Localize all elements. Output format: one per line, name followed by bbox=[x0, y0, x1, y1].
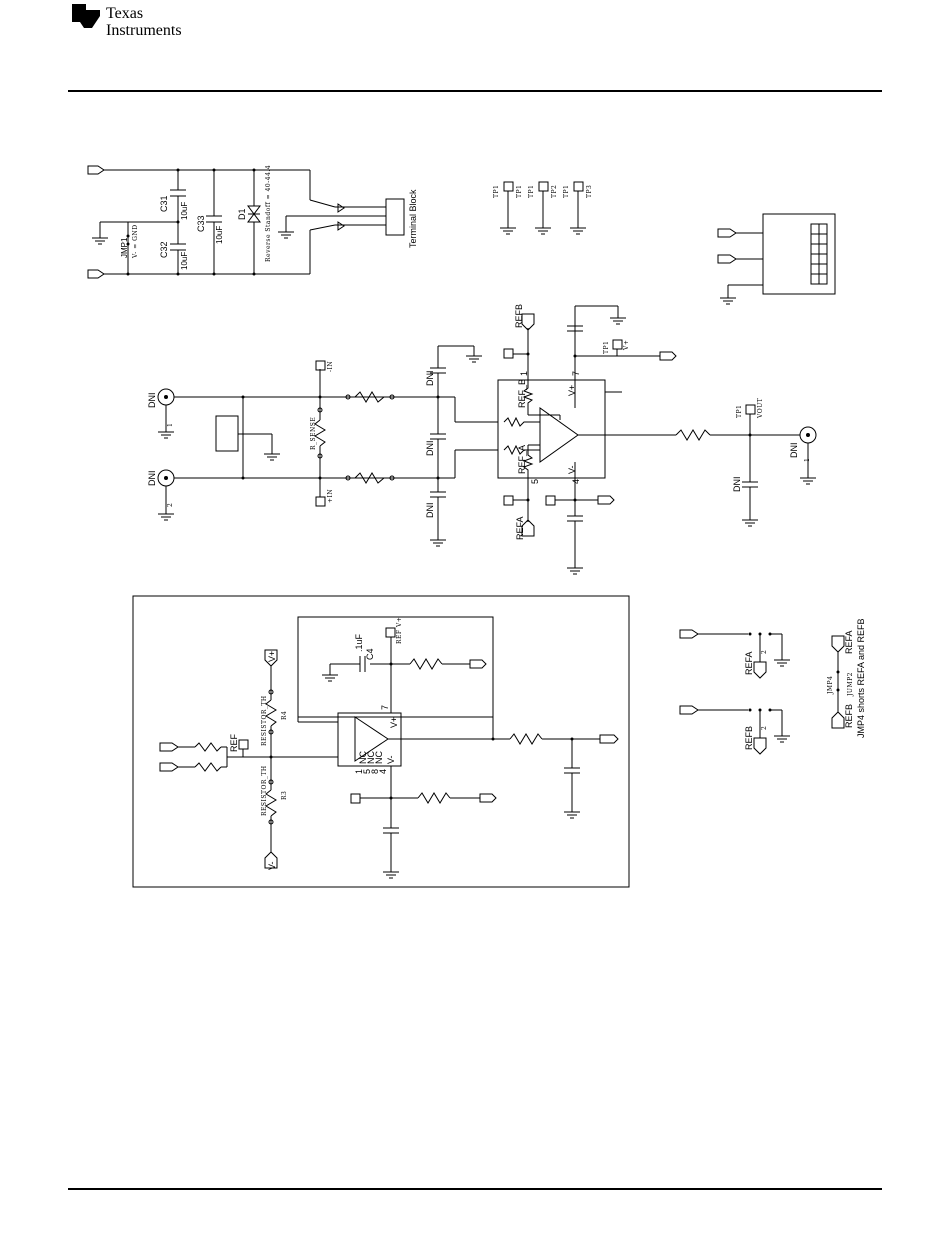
dni-out-bnc: DNI bbox=[789, 443, 799, 459]
tp-label-c: TP1 bbox=[528, 185, 535, 198]
r3-part: RESISTOR_TH bbox=[261, 765, 268, 816]
terminal-block-label: Terminal Block bbox=[408, 189, 418, 248]
jump2-label: JUMP2 bbox=[847, 672, 854, 697]
ti-logo-icon bbox=[72, 4, 100, 28]
vplus-net: V+ bbox=[623, 340, 630, 351]
dni-out-cap: DNI bbox=[732, 477, 742, 493]
pin4-label: 4 bbox=[571, 479, 581, 484]
tp-label-f: TP3 bbox=[586, 185, 593, 198]
c31-label: C31 bbox=[159, 195, 169, 212]
ref-nc1: NC bbox=[358, 751, 368, 764]
jumper-refa-label: REFA bbox=[744, 651, 754, 675]
ref-pin7: 7 bbox=[380, 705, 390, 710]
c33-label: C33 bbox=[196, 215, 206, 232]
r4-label: R4 bbox=[281, 711, 288, 720]
jmp1-sub: V- = GND bbox=[132, 224, 139, 259]
tp-vplus: TP1 bbox=[603, 341, 610, 354]
c32-label: C32 bbox=[159, 241, 169, 258]
ref-nc3: NC bbox=[374, 751, 384, 764]
ref-nc2: NC bbox=[366, 751, 376, 764]
jumper-pin2a: 2 bbox=[761, 650, 768, 654]
brand-line2: Instruments bbox=[106, 22, 182, 39]
vminus-pin-label: V- bbox=[567, 465, 577, 474]
refb-net-label: REFB bbox=[514, 304, 524, 328]
r3-label: R3 bbox=[281, 791, 288, 800]
c31-value: 10uF bbox=[180, 202, 189, 220]
ref-vplus-label: REF V+ bbox=[396, 617, 403, 644]
dni-cap1: DNI bbox=[425, 371, 435, 387]
c4-value: .1uF bbox=[354, 633, 364, 652]
ref-pin4: 4 bbox=[378, 769, 388, 774]
r4-part: RESISTOR_TH bbox=[261, 695, 268, 746]
reference-circuit-box: C4 .1uF REF V+ V+ V- RESISTOR_TH R4 RESI… bbox=[132, 595, 630, 888]
jmp4-refa: REFA bbox=[844, 630, 854, 654]
jumper-section: REFA 2 REFB 2 REFA JMP4 JUMP2 REFB JMP4 … bbox=[679, 618, 866, 755]
ref-a-label: REF_A bbox=[517, 445, 527, 474]
vplus-pin-label: V+ bbox=[567, 385, 577, 396]
c32-value: 10uF bbox=[180, 252, 189, 270]
ref-b-label: REF_B bbox=[517, 379, 527, 408]
ref-vminus-pin: V- bbox=[386, 755, 396, 764]
dni-label-in2: DNI bbox=[147, 471, 157, 487]
dni-cap3: DNI bbox=[425, 503, 435, 519]
ref-pin1: 1 bbox=[354, 769, 364, 774]
tp-label-e: TP1 bbox=[563, 185, 570, 198]
pin1-label: 1 bbox=[519, 371, 529, 376]
tp-label-b: TP1 bbox=[516, 185, 523, 198]
c33-value: 10uF bbox=[215, 226, 224, 244]
jumper-refb-label: REFB bbox=[744, 726, 754, 750]
vout-label: VOUT bbox=[757, 398, 764, 419]
jmp1-label: JMP1 bbox=[120, 237, 129, 258]
jmp4-label: JMP4 bbox=[827, 676, 834, 695]
dni-cap2: DNI bbox=[425, 441, 435, 457]
jmp4-refb: REFB bbox=[844, 704, 854, 728]
ref-label: REF bbox=[229, 733, 239, 752]
testpoint-group: TP1 TP1 TP1 TP2 TP1 TP3 bbox=[493, 181, 593, 235]
r-sense-label: R_SENSE bbox=[310, 417, 317, 450]
vminus-net-label: V- bbox=[267, 861, 277, 870]
jumper-pin2b: 2 bbox=[761, 726, 768, 730]
amplifier-section: DNI DNI 1 2 -IN +IN R_SENSE DNI DNI DNI … bbox=[147, 304, 817, 575]
header-connector bbox=[717, 213, 836, 305]
dni-label-in1: DNI bbox=[147, 393, 157, 409]
ref-vplus-pin: V+ bbox=[389, 717, 399, 728]
d1-label: D1 bbox=[237, 208, 247, 220]
bnc1-pin: 1 bbox=[167, 423, 174, 427]
vplus-net-label: V+ bbox=[267, 651, 277, 662]
bnc-out-pin: 1 bbox=[804, 458, 811, 462]
ref-pin8: 8 bbox=[370, 769, 380, 774]
minus-in-label: -IN bbox=[327, 361, 334, 372]
plus-in-label: +IN bbox=[327, 489, 334, 503]
refa-net-label: REFA bbox=[515, 516, 525, 540]
tp-label-d: TP2 bbox=[551, 185, 558, 198]
jmp4-note: JMP4 shorts REFA and REFB bbox=[856, 618, 866, 738]
bnc2-pin: 2 bbox=[167, 503, 174, 507]
d1-note: Reverse Standoff = 40-44.4 bbox=[265, 165, 272, 262]
brand-line1: Texas bbox=[106, 5, 143, 22]
pin5-label: 5 bbox=[530, 479, 540, 484]
tp-vout: TP1 bbox=[736, 405, 743, 418]
tp-label-a: TP1 bbox=[493, 185, 500, 198]
c4-label: C4 bbox=[365, 648, 375, 660]
pin7-label: 7 bbox=[571, 371, 581, 376]
power-section: C31 10uF C32 10uF C33 10uF D1 Reverse St… bbox=[87, 165, 418, 279]
ref-pin5: 5 bbox=[362, 769, 372, 774]
